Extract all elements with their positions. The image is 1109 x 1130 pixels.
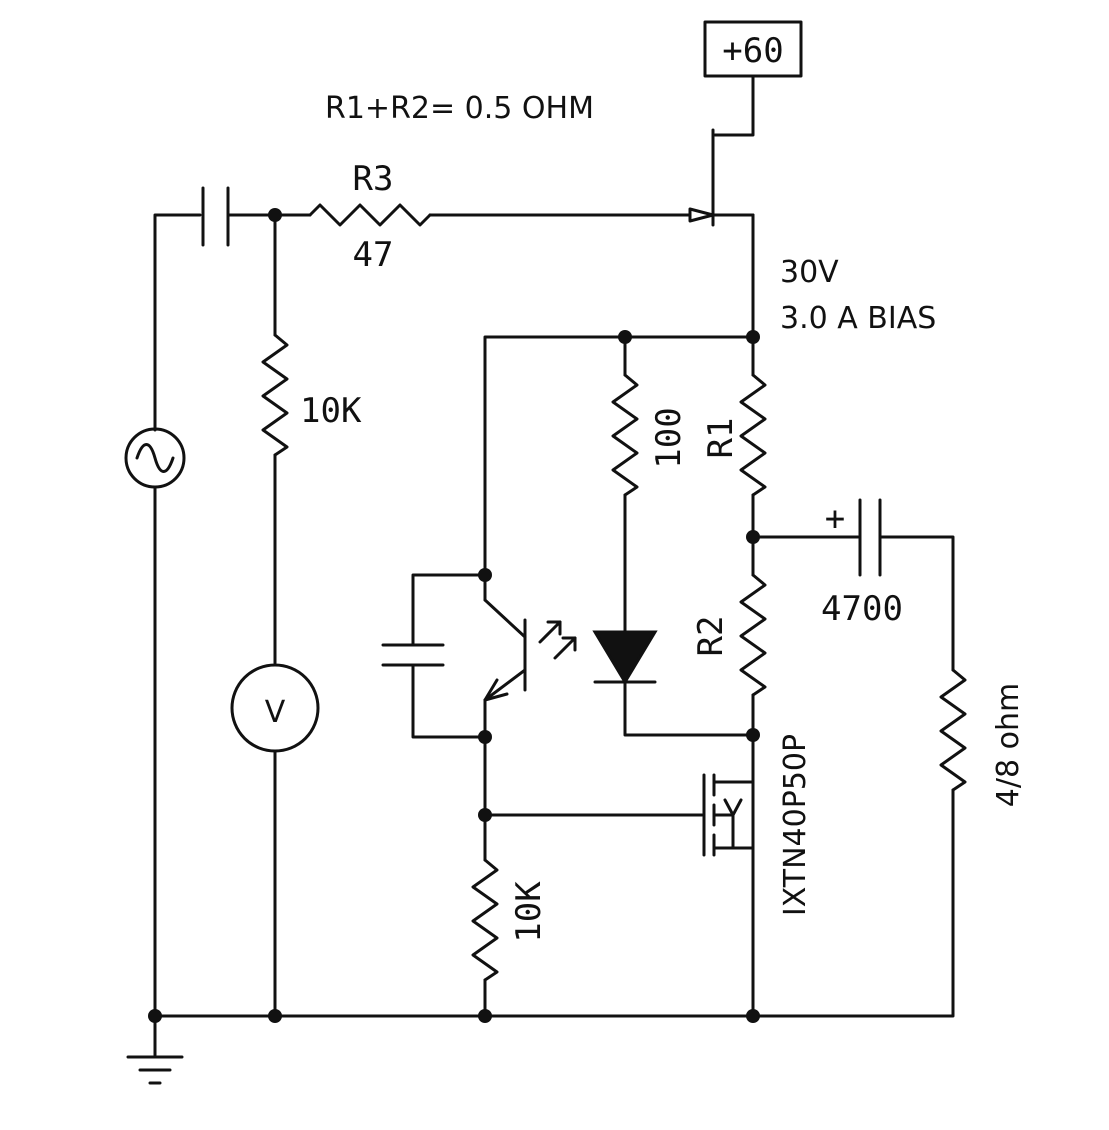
supply-wire bbox=[713, 74, 755, 137]
r2-resistor-icon bbox=[739, 573, 767, 697]
voltmeter-symbol: V bbox=[265, 695, 286, 730]
gate-resistor-value-label: 10K bbox=[509, 881, 549, 943]
bias-current-note: 3.0 A BIAS bbox=[780, 301, 936, 336]
phototransistor-icon bbox=[483, 598, 577, 702]
ground-rail bbox=[153, 788, 955, 1018]
r3-resistor-icon bbox=[308, 203, 432, 227]
mosfet-part-label: IXTN40P50P bbox=[778, 734, 813, 916]
output-capacitor-icon bbox=[858, 498, 882, 577]
supply-terminal: +60 bbox=[703, 20, 803, 78]
r100-resistor-icon bbox=[611, 373, 639, 497]
side-cap-wire-top bbox=[411, 573, 487, 647]
bias-resistor-value-label: 10K bbox=[300, 391, 362, 431]
output-cap-wire-right bbox=[878, 535, 955, 672]
r100-value-label: 100 bbox=[649, 407, 689, 468]
voltmeter-icon: V bbox=[230, 663, 320, 753]
output-cap-value-label: 4700 bbox=[821, 589, 903, 629]
r1-resistor-icon bbox=[739, 373, 767, 497]
r3-value-label: 47 bbox=[353, 235, 394, 275]
junction-dots bbox=[148, 208, 760, 1023]
r2-name-label: R2 bbox=[691, 616, 731, 657]
bias-10k-resistor-icon bbox=[261, 333, 289, 457]
pnp-transistor-icon bbox=[688, 128, 755, 227]
side-cap-wire-bottom bbox=[411, 663, 487, 739]
led-to-output-wire bbox=[623, 680, 755, 737]
bias-rail bbox=[483, 335, 755, 577]
resistor-sum-note: R1+R2= 0.5 OHM bbox=[325, 91, 594, 126]
output-cap-polarity: + bbox=[825, 499, 845, 539]
supply-voltage-label: +60 bbox=[722, 31, 783, 71]
r3-name-label: R3 bbox=[353, 159, 394, 199]
mosfet-icon bbox=[702, 773, 755, 857]
input-capacitor-icon bbox=[201, 186, 230, 247]
r1-name-label: R1 bbox=[701, 418, 741, 459]
led-icon bbox=[592, 630, 658, 685]
bias-voltage-note: 30V bbox=[780, 255, 839, 290]
load-resistor-icon bbox=[939, 668, 967, 792]
ac-source-icon bbox=[124, 427, 186, 489]
side-capacitor-icon bbox=[381, 643, 445, 667]
gate-10k-resistor-icon bbox=[471, 858, 499, 982]
load-resistor-value-label: 4/8 ohm bbox=[991, 683, 1026, 807]
input-wire-left bbox=[153, 213, 202, 432]
ground-icon bbox=[126, 1014, 184, 1085]
